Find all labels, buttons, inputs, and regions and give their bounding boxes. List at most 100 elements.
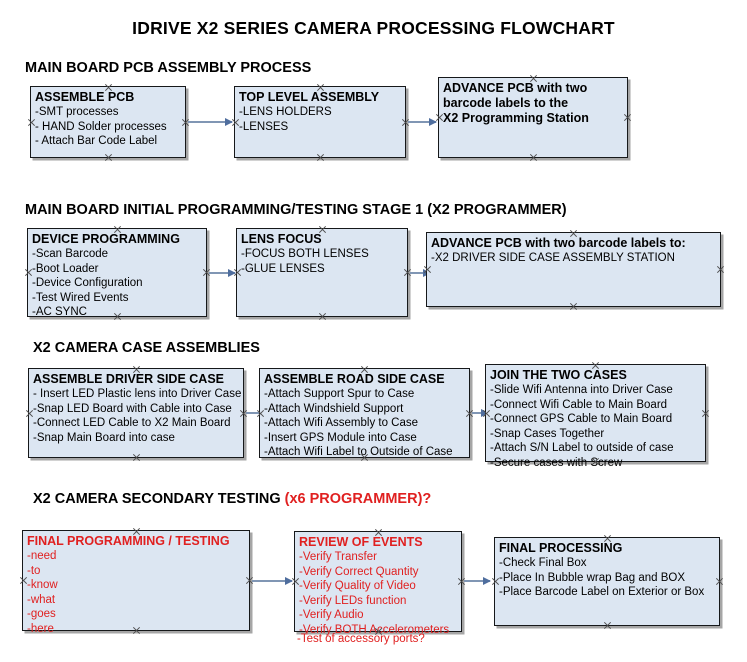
- section-heading-text: X2 CAMERA SECONDARY TESTING: [33, 491, 285, 507]
- flow-box-line: -Attach Wifi Label to Outside of Case: [264, 446, 453, 458]
- flow-box-line: -Attach S/N Label to outside of case: [490, 442, 674, 454]
- resize-handle-right[interactable]: [716, 265, 725, 274]
- flow-box-line: - HAND Solder processes: [35, 120, 167, 133]
- resize-handle-right[interactable]: [457, 577, 466, 586]
- resize-handle-right[interactable]: [181, 118, 190, 127]
- section-heading-main-board-initial-programming: MAIN BOARD INITIAL PROGRAMMING/TESTING S…: [25, 202, 567, 218]
- arrow-head-icon: [429, 118, 437, 126]
- flow-box-line: -goes: [27, 608, 56, 620]
- resize-handle-bottom[interactable]: [569, 302, 578, 311]
- flow-box-line: -Connect GPS Cable to Main Board: [490, 413, 673, 425]
- flow-box-line: X2 Programming Station: [443, 111, 589, 125]
- arrow-head-icon: [483, 577, 491, 585]
- flow-box-line: -Test Wired Events: [32, 291, 129, 304]
- resize-handle-left[interactable]: [423, 265, 432, 274]
- flow-box-title: DEVICE PROGRAMMING: [32, 232, 180, 246]
- section-heading-text: MAIN BOARD PCB ASSEMBLY PROCESS: [25, 60, 312, 76]
- section-heading-main-board-pcb-assembly: MAIN BOARD PCB ASSEMBLY PROCESS: [25, 60, 311, 76]
- flow-box-assemble-driver-side-case[interactable]: ASSEMBLE DRIVER SIDE CASE - Insert LED P…: [28, 368, 244, 458]
- resize-handle-bottom[interactable]: [316, 153, 325, 162]
- flow-box-line: -Verify Audio: [299, 609, 364, 621]
- flow-box-line: -Attach Wifi Assembly to Case: [264, 417, 419, 429]
- flow-box-line: -here: [27, 622, 54, 635]
- connector-top-level-assembly-to-advance-pcb: [408, 118, 437, 126]
- resize-handle-bottom[interactable]: [603, 621, 612, 630]
- connector-final-programming-to-review-of-events: [252, 577, 293, 585]
- section-heading-text: X2 CAMERA CASE ASSEMBLIES: [33, 340, 260, 356]
- flow-box-line: -FOCUS BOTH LENSES: [241, 248, 369, 260]
- flow-box-line: -Verify Correct Quantity: [299, 565, 419, 578]
- flow-box-title: TOP LEVEL ASSEMBLY: [239, 90, 380, 104]
- flow-box-lens-focus[interactable]: LENS FOCUS -FOCUS BOTH LENSES -GLUE LENS…: [236, 228, 408, 317]
- connector-assemble-pcb-to-top-level-assembly: [188, 118, 233, 126]
- flow-box-line: -Verify Quality of Video: [299, 580, 416, 592]
- connector-device-programming-to-lens-focus: [209, 269, 236, 277]
- arrow-head-icon: [225, 118, 233, 126]
- arrow-head-icon: [228, 269, 236, 277]
- flow-box-title: LENS FOCUS: [241, 232, 322, 246]
- resize-handle-right[interactable]: [715, 577, 724, 586]
- flow-box-line: -Attach Windshield Support: [264, 402, 404, 415]
- flow-box-line: -Check Final Box: [499, 557, 587, 569]
- flow-box-line: - Attach Bar Code Label: [35, 135, 158, 147]
- flow-box-line: -Place Barcode Label on Exterior or Box: [499, 586, 705, 598]
- flow-box-line: -Verify Transfer: [299, 551, 377, 563]
- flow-box-line: -to: [27, 564, 41, 577]
- flow-box-line: - Insert LED Plastic lens into Driver Ca…: [33, 388, 242, 400]
- flow-box-title: ADVANCE PCB with two barcode labels to:: [431, 236, 686, 250]
- resize-handle-right[interactable]: [701, 409, 710, 418]
- arrow-head-icon: [285, 577, 293, 585]
- flow-box-line: -Place In Bubble wrap Bag and BOX: [499, 571, 686, 584]
- section-heading-accent: (x6 PROGRAMMER)?: [284, 491, 432, 507]
- flow-box-line: -Verify LEDs function: [299, 594, 407, 607]
- flow-box-title: ADVANCE PCB with two: [443, 81, 588, 95]
- flow-box-title: ASSEMBLE PCB: [35, 90, 135, 104]
- section-heading-x2-camera-secondary-testing: X2 CAMERA SECONDARY TESTING (x6 PROGRAMM…: [33, 491, 431, 507]
- flow-box-line: -Slide Wifi Antenna into Driver Case: [490, 384, 673, 396]
- flow-box-advance-pcb-driver-side-case[interactable]: ADVANCE PCB with two barcode labels to: …: [426, 232, 721, 307]
- flow-box-title: ASSEMBLE ROAD SIDE CASE: [264, 372, 445, 386]
- flow-box-assemble-road-side-case[interactable]: ASSEMBLE ROAD SIDE CASE -Attach Support …: [259, 368, 470, 458]
- flow-box-line: -Insert GPS Module into Case: [264, 431, 417, 444]
- flow-box-review-of-events[interactable]: REVIEW OF EVENTS -Verify Transfer -Verif…: [294, 531, 462, 636]
- flow-box-line: -what: [27, 593, 56, 606]
- flow-box-overflow-line-review-of-events: -Test of accessory ports?: [297, 633, 425, 645]
- flow-box-device-programming[interactable]: DEVICE PROGRAMMING -Scan Barcode -Boot L…: [27, 228, 207, 318]
- resize-handle-right[interactable]: [239, 409, 248, 418]
- flow-box-line: -Attach Support Spur to Case: [264, 388, 415, 400]
- flow-box-join-the-two-cases[interactable]: JOIN THE TWO CASES -Slide Wifi Antenna i…: [485, 364, 706, 469]
- resize-handle-bottom[interactable]: [104, 153, 113, 162]
- resize-handle-right[interactable]: [245, 576, 254, 585]
- resize-handle-right[interactable]: [401, 118, 410, 127]
- flow-box-line: -Snap LED Board with Cable into Case: [33, 402, 232, 415]
- section-heading-text: MAIN BOARD INITIAL PROGRAMMING/TESTING S…: [25, 202, 567, 218]
- flow-box-line: -Snap Main Board into case: [33, 431, 175, 444]
- flow-box-title: REVIEW OF EVENTS: [299, 535, 423, 549]
- flow-box-final-processing[interactable]: FINAL PROCESSING -Check Final Box -Place…: [494, 537, 720, 626]
- resize-handle-right[interactable]: [465, 409, 474, 418]
- page-title: IDRIVE X2 SERIES CAMERA PROCESSING FLOWC…: [132, 18, 615, 38]
- flow-box-title: ASSEMBLE DRIVER SIDE CASE: [33, 372, 225, 386]
- resize-handle-right[interactable]: [623, 113, 632, 122]
- flow-box-title: FINAL PROCESSING: [499, 541, 623, 555]
- flow-box-assemble-pcb[interactable]: ASSEMBLE PCB -SMT processes - HAND Solde…: [30, 86, 186, 158]
- flow-box-line: -AC SYNC: [32, 306, 87, 318]
- flow-box-line: -SMT processes: [35, 106, 119, 118]
- resize-handle-right[interactable]: [202, 268, 211, 277]
- flow-box-line: -LENS HOLDERS: [239, 106, 332, 118]
- flow-box-line: -Connect Wifi Cable to Main Board: [490, 398, 668, 411]
- flow-box-line: -X2 DRIVER SIDE CASE ASSEMBLY STATION: [431, 252, 675, 264]
- flow-box-top-level-assembly[interactable]: TOP LEVEL ASSEMBLY -LENS HOLDERS -LENSES: [234, 86, 406, 158]
- resize-handle-bottom[interactable]: [318, 312, 327, 321]
- flow-box-line: -Snap Cases Together: [490, 427, 605, 440]
- flow-box-line: barcode labels to the: [443, 96, 569, 110]
- flow-box-title: JOIN THE TWO CASES: [490, 368, 627, 382]
- resize-handle-right[interactable]: [403, 268, 412, 277]
- resize-handle-bottom[interactable]: [132, 453, 141, 462]
- flow-box-final-programming-testing[interactable]: FINAL PROGRAMMING / TESTING -need -to -k…: [22, 530, 250, 635]
- resize-handle-bottom[interactable]: [529, 153, 538, 162]
- flow-box-line: -Scan Barcode: [32, 248, 109, 260]
- flow-box-line: -Secure cases with Screw: [490, 456, 623, 469]
- flow-box-advance-pcb-programming-station[interactable]: ADVANCE PCB with two barcode labels to t…: [438, 77, 628, 158]
- flow-box-line: -need: [27, 550, 57, 562]
